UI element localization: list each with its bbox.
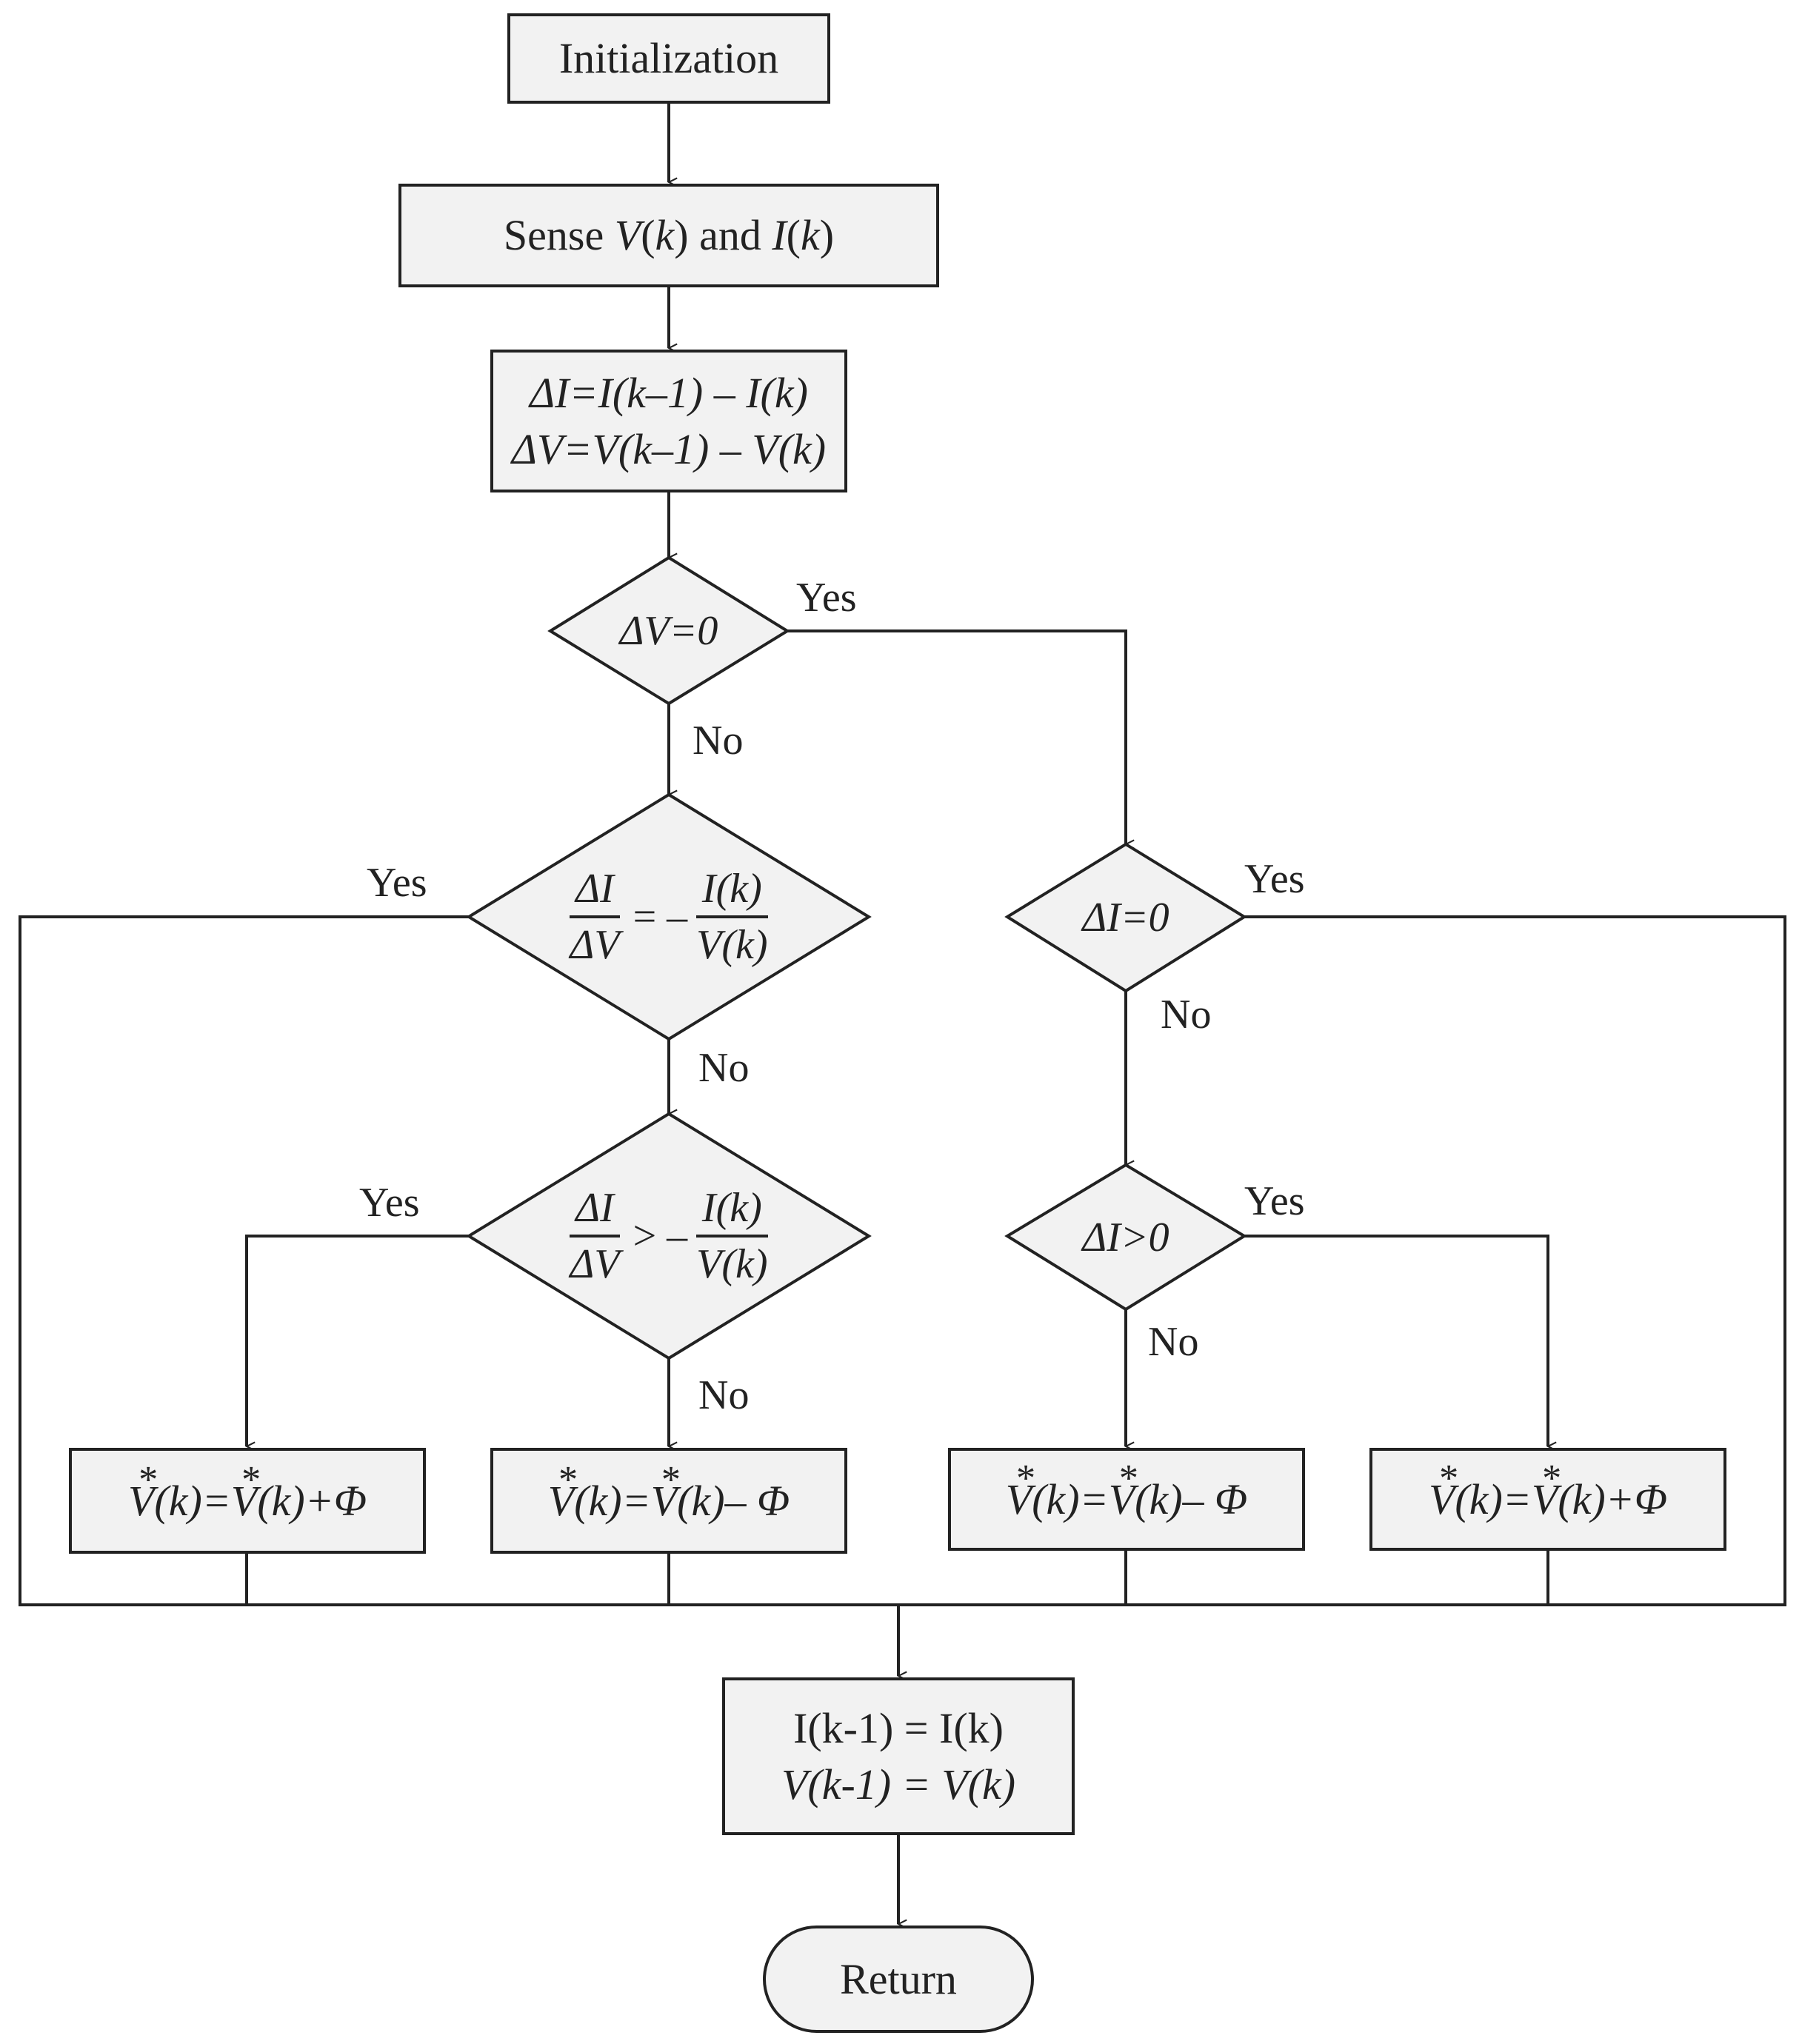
line-condeq-yes-loop [19, 915, 898, 1606]
decision-di-eq [466, 792, 872, 1041]
delta-v-label: ΔV=V(k–1) – V(k) [511, 424, 827, 473]
cond-eq-frac-right: I(k)V(k) [695, 866, 768, 968]
label-yes-di-pos: Yes [1244, 1178, 1305, 1224]
return-label: Return [840, 1954, 957, 2003]
label-no-dv-zero: No [693, 718, 744, 764]
label-yes-di-zero: Yes [1244, 856, 1305, 902]
update-1-label: V(k)=V(k)+Φ [128, 1455, 367, 1529]
sense-box: Sense V(k) and I(k) [398, 184, 939, 287]
initialization-box: Initialization [507, 13, 830, 104]
label-yes-cond-gt: Yes [359, 1180, 420, 1226]
di-zero-text: ΔI=0 [1082, 895, 1169, 941]
label-no-di-pos: No [1148, 1319, 1199, 1365]
di-pos-text: ΔI>0 [1082, 1214, 1169, 1260]
line-di0-yes-loop [898, 915, 1786, 1606]
arrow-dipos-yes [1244, 1235, 1548, 1446]
store-v-label: V(k-1) = V(k) [781, 1760, 1016, 1808]
update-2-label: V(k)=V(k)– Φ [548, 1455, 790, 1529]
dv-zero-text: ΔV=0 [619, 607, 718, 654]
decision-di-zero [1004, 842, 1247, 993]
update-box-1: V(k)=V(k)+Φ [69, 1448, 426, 1554]
label-no-di-zero: No [1161, 992, 1212, 1038]
cond-gt-frac-right: I(k)V(k) [695, 1185, 768, 1287]
store-box: I(k-1) = I(k) V(k-1) = V(k) [722, 1677, 1075, 1835]
label-yes-dv-zero: Yes [796, 575, 857, 621]
update-3-label: V(k)=V(k)– Φ [1006, 1454, 1247, 1527]
arrow-dv0-yes [787, 629, 1126, 844]
update-4-label: V(k)=V(k)+Φ [1429, 1454, 1667, 1527]
label-yes-cond-eq: Yes [367, 860, 427, 906]
sense-label: Sense V(k) and I(k) [503, 211, 835, 260]
label-no-cond-gt: No [698, 1372, 750, 1418]
delta-box: ΔI=I(k–1) – I(k) ΔV=V(k–1) – V(k) [490, 350, 847, 492]
update-box-3: V(k)=V(k)– Φ [948, 1448, 1305, 1551]
decision-di-pos [1004, 1163, 1247, 1312]
decision-di-gt [466, 1112, 872, 1360]
arrow-condgt-yes [245, 1235, 469, 1446]
decision-dv-zero [547, 555, 790, 706]
store-i-label: I(k-1) = I(k) [793, 1704, 1004, 1753]
delta-i-label: ΔI=I(k–1) – I(k) [530, 369, 808, 418]
initialization-label: Initialization [558, 34, 779, 83]
update-box-2: V(k)=V(k)– Φ [490, 1448, 847, 1554]
label-no-cond-eq: No [698, 1045, 750, 1091]
update-box-4: V(k)=V(k)+Φ [1369, 1448, 1726, 1551]
return-terminal: Return [763, 1926, 1034, 2033]
